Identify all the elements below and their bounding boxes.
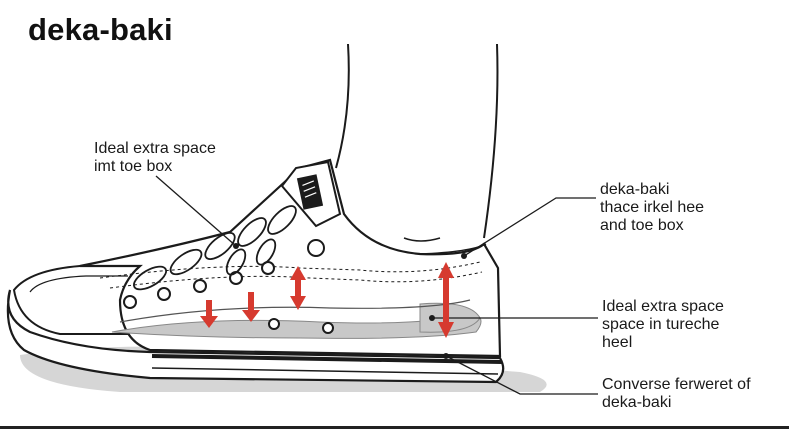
sole-callout: Converse ferweret of deka-baki [602, 376, 751, 412]
sole-stripe-lower [151, 367, 499, 375]
leader-toe [155, 175, 237, 247]
tongue-label [296, 174, 324, 210]
laces [133, 205, 297, 291]
leader-lines [155, 175, 598, 395]
insole [111, 313, 482, 339]
sole-callout-line-1: Converse ferweret of [602, 376, 751, 393]
leader-heel-top [463, 197, 596, 257]
toe-box-callout: Ideal extra space imt toe box [94, 140, 216, 176]
bottom-divider [0, 426, 789, 429]
heel-counter [419, 243, 487, 255]
shoe-upper [79, 158, 502, 358]
leg-back-outline [483, 43, 499, 239]
leader-dots [233, 243, 467, 359]
heel-top-callout: deka-baki thace irkel hee and toe box [600, 181, 704, 235]
heel-space-callout-line-3: heel [602, 334, 633, 351]
upper-stitch-2 [109, 271, 483, 289]
heel-top-callout-line-3: and toe box [600, 217, 684, 234]
page-title: deka-baki [28, 12, 173, 47]
sockliner [119, 299, 471, 323]
heel-space-callout: Ideal extra space space in tureche heel [602, 298, 724, 352]
sole-callout-line-2: deka-baki [602, 394, 672, 411]
leader-sole [445, 355, 598, 395]
heel-space-callout-line-2: space in tureche [602, 316, 720, 333]
toe-cap-inner [29, 275, 128, 293]
toe-box-callout-line-2: imt toe box [94, 158, 173, 175]
eyelets [123, 239, 334, 334]
heel-space-callout-line-1: Ideal extra space [602, 298, 724, 315]
heel-top-callout-line-2: thace irkel hee [600, 199, 705, 216]
heel-top-callout-line-1: deka-baki [600, 181, 670, 198]
toe-box-callout-line-1: Ideal extra space [94, 140, 216, 157]
leg-outline [335, 43, 350, 169]
ankle-detail [403, 237, 441, 242]
up-down-arrow-icon [290, 262, 454, 338]
sole-stripe [151, 354, 503, 364]
down-arrow-icon [200, 292, 260, 328]
